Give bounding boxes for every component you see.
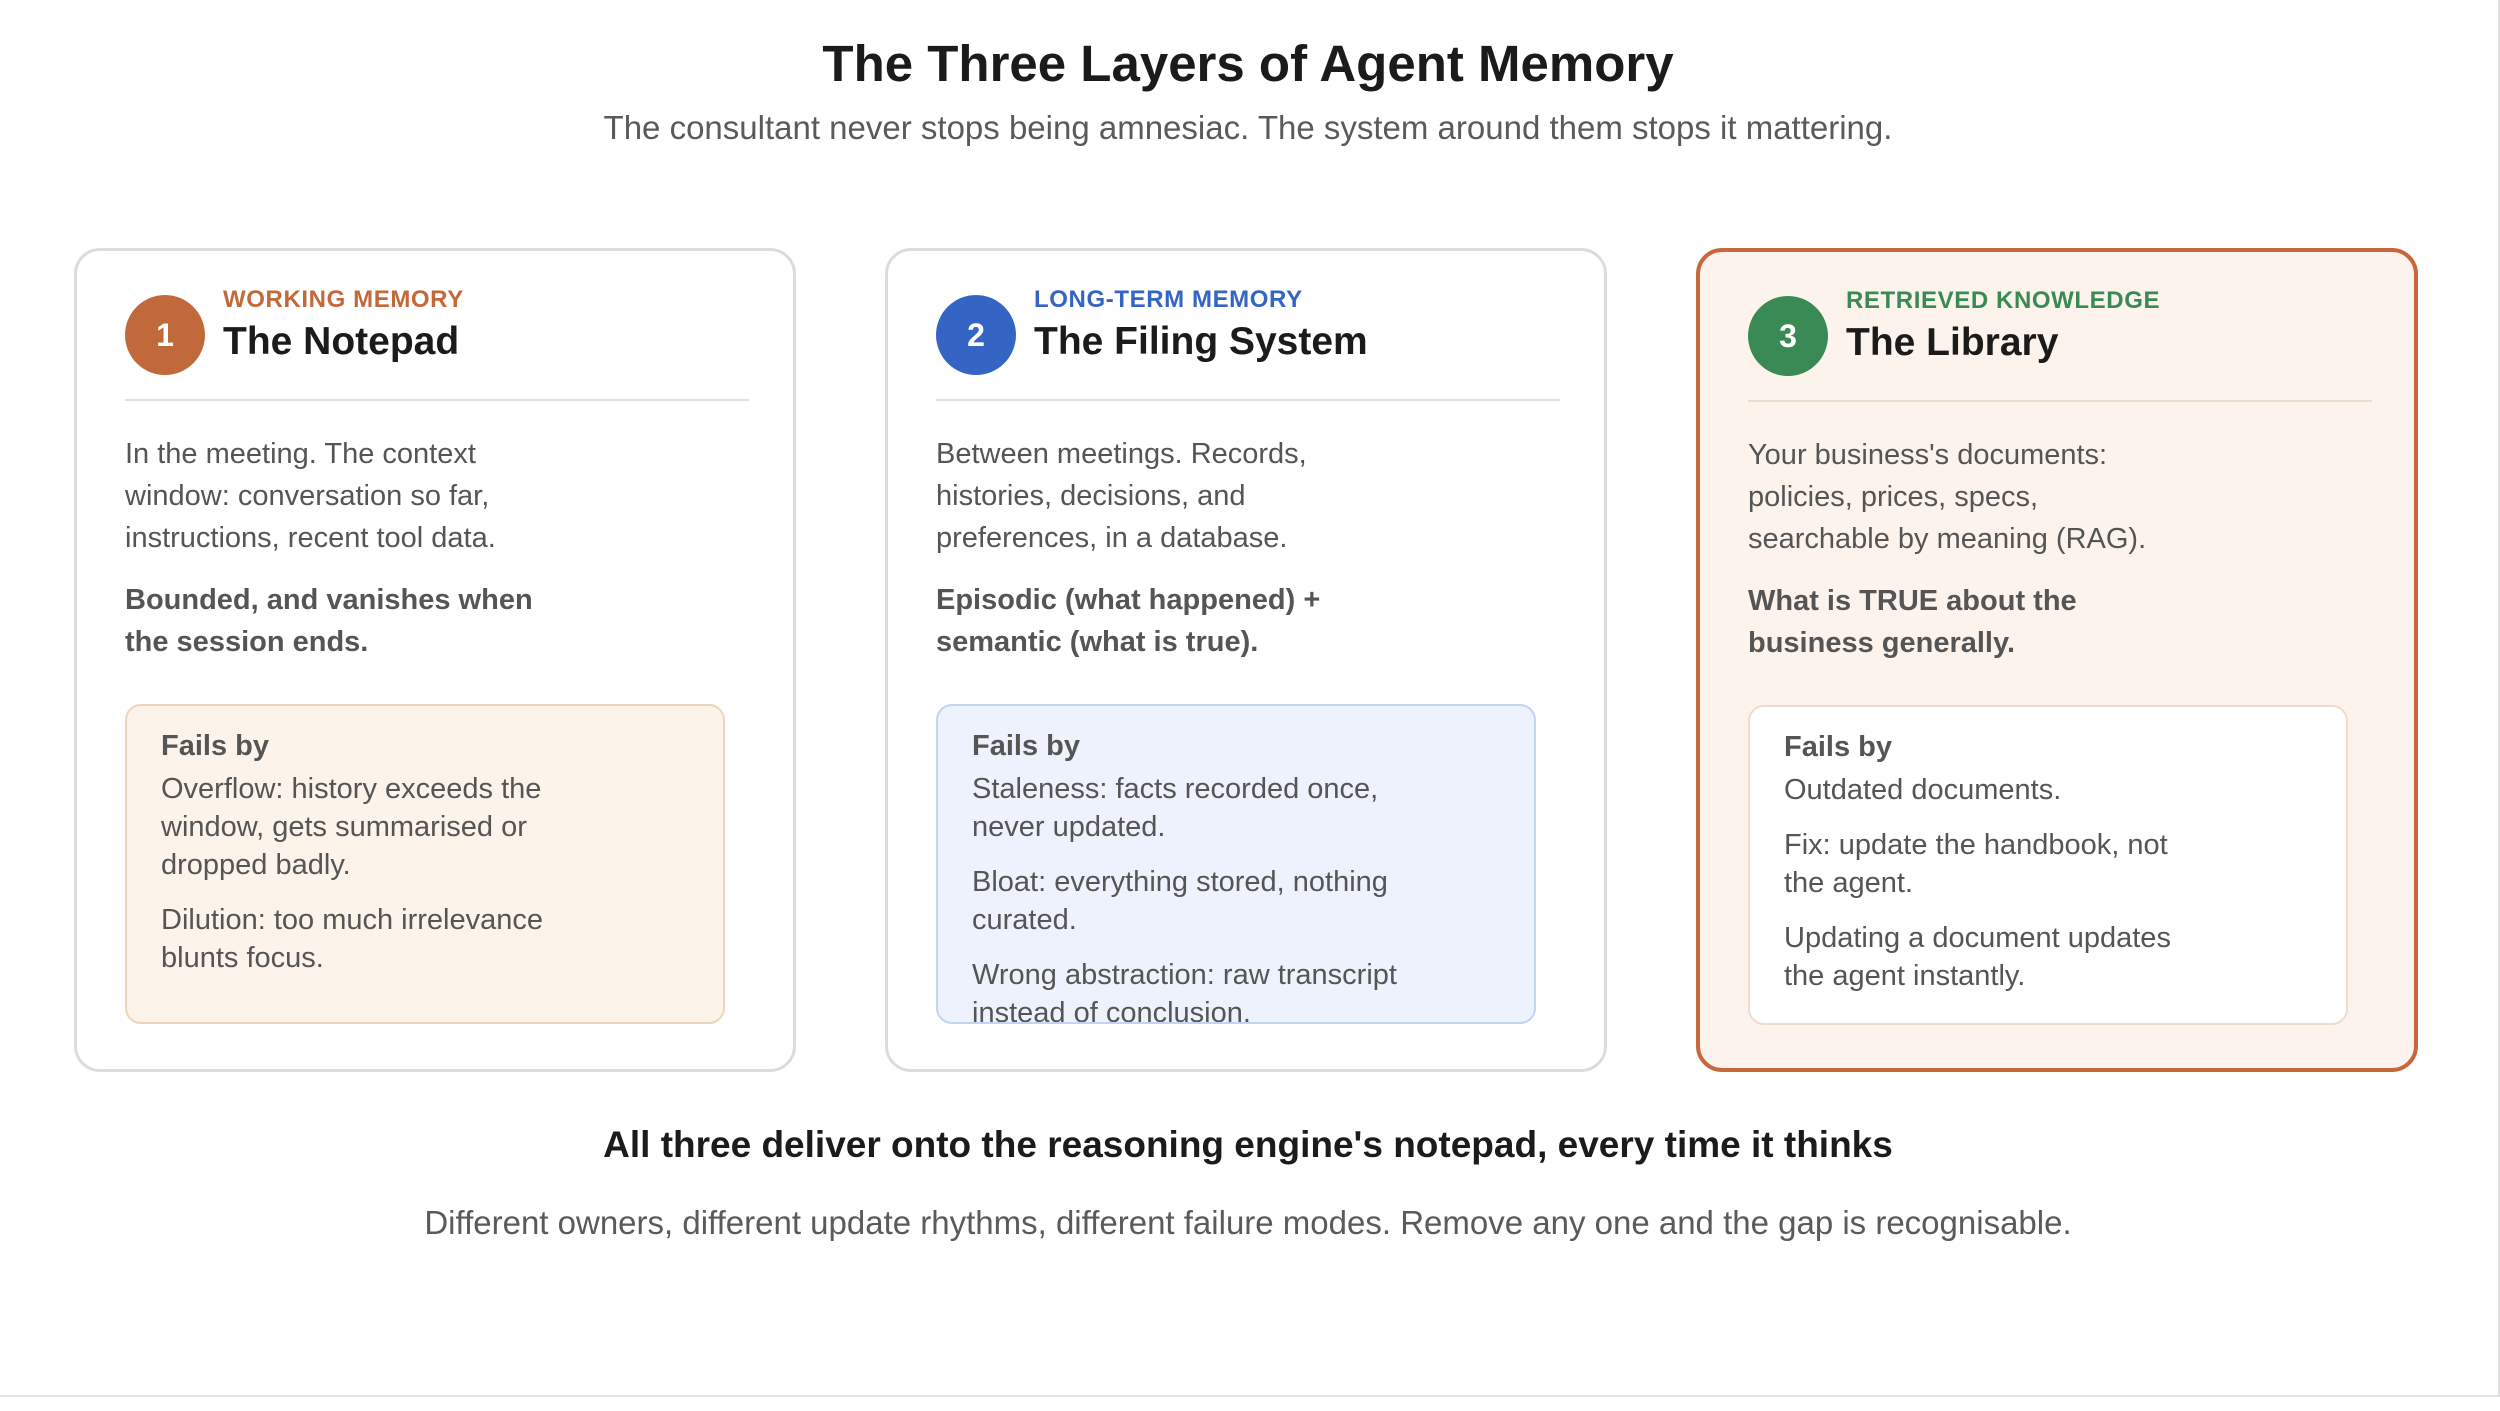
- card-divider: [125, 399, 749, 401]
- fails-item: Wrong abstraction: raw transcript instea…: [972, 959, 1397, 1024]
- card-emphasis: Bounded, and vanishes when the session e…: [125, 584, 533, 658]
- memory-card-retrieved: 3 RETRIEVED KNOWLEDGE The Library Your b…: [1696, 248, 2418, 1072]
- fails-item: Staleness: facts recorded once, never up…: [972, 773, 1379, 843]
- summary-text: Different owners, different update rhyth…: [424, 1204, 2072, 1241]
- card-title: The Notepad: [223, 320, 460, 363]
- card-divider: [936, 399, 1560, 401]
- fails-item: Bloat: everything stored, nothing curate…: [972, 866, 1388, 936]
- fails-box: Fails by Staleness: facts recorded once,…: [936, 704, 1536, 1024]
- card-description: In the meeting. The context window: conv…: [125, 438, 496, 554]
- memory-card-working: 1 WORKING MEMORY The Notepad In the meet…: [74, 248, 796, 1072]
- frame-edge-right: [2498, 0, 2500, 1395]
- fails-item: Fix: update the handbook, not the agent.: [1784, 829, 2168, 899]
- fails-box: Fails by Outdated documents. Fix: update…: [1748, 705, 2348, 1025]
- page-title: The Three Layers of Agent Memory: [822, 35, 1674, 92]
- fails-label: Fails by: [972, 730, 1080, 762]
- step-number-badge: 1: [125, 295, 205, 375]
- frame-edge-bottom: [0, 1395, 2500, 1397]
- fails-item: Updating a document updates the agent in…: [1784, 922, 2171, 992]
- summary-heading: All three deliver onto the reasoning eng…: [603, 1124, 1893, 1165]
- step-number-badge: 2: [936, 295, 1016, 375]
- fails-item: Dilution: too much irrelevance blunts fo…: [161, 904, 544, 974]
- card-kicker: WORKING MEMORY: [223, 286, 464, 313]
- step-number-badge: 3: [1748, 296, 1828, 376]
- memory-card-long-term: 2 LONG-TERM MEMORY The Filing System Bet…: [885, 248, 1607, 1072]
- fails-item: Overflow: history exceeds the window, ge…: [161, 773, 542, 881]
- card-description: Your business's documents: policies, pri…: [1748, 439, 2147, 555]
- card-emphasis: Episodic (what happened) + semantic (wha…: [936, 584, 1321, 658]
- card-title: The Filing System: [1034, 320, 1368, 363]
- fails-item: Outdated documents.: [1784, 774, 2062, 806]
- fails-label: Fails by: [1784, 731, 1892, 763]
- card-description: Between meetings. Records, histories, de…: [936, 438, 1307, 554]
- card-divider: [1748, 400, 2372, 402]
- card-kicker: LONG-TERM MEMORY: [1034, 286, 1303, 313]
- fails-box: Fails by Overflow: history exceeds the w…: [125, 704, 725, 1024]
- card-kicker: RETRIEVED KNOWLEDGE: [1846, 287, 2161, 314]
- fails-label: Fails by: [161, 730, 269, 762]
- card-title: The Library: [1846, 321, 2059, 364]
- card-emphasis: What is TRUE about the business generall…: [1748, 585, 2077, 659]
- page-subtitle: The consultant never stops being amnesia…: [603, 109, 1893, 146]
